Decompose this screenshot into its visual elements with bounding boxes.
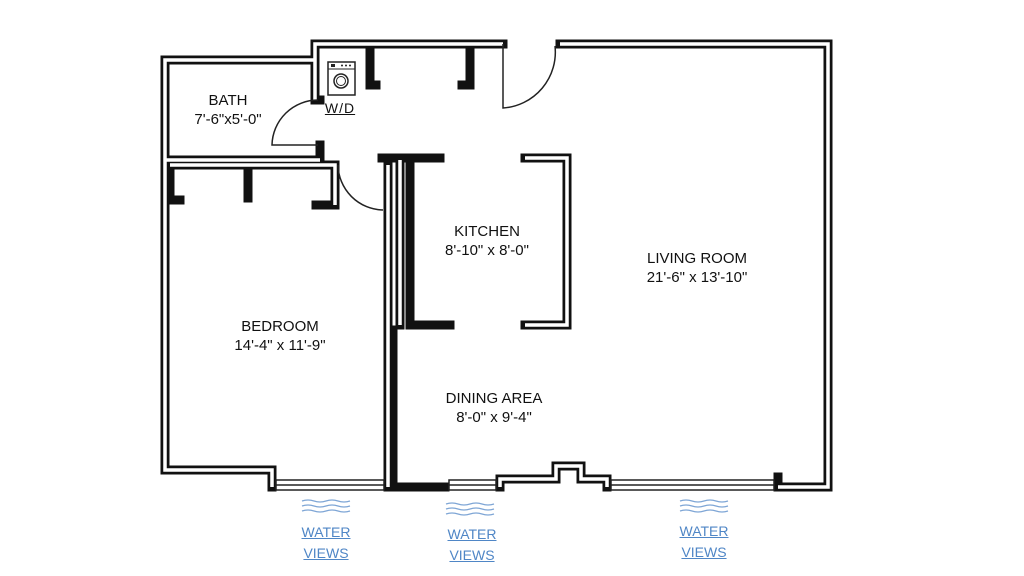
room-name: KITCHEN	[454, 223, 520, 240]
room-name: DINING AREA	[445, 390, 543, 407]
wave-icon	[301, 499, 351, 513]
view-line: VIEWS	[303, 545, 349, 561]
view-line: VIEWS	[449, 547, 495, 563]
water-views-label: WATER VIEWS	[448, 524, 497, 566]
room-size: 21'-6" x 13'-10"	[646, 269, 748, 286]
washer-dryer-icon	[327, 61, 356, 96]
room-size: 7'-6"x5'-0"	[194, 111, 262, 128]
water-views-label: WATER VIEWS	[680, 521, 729, 563]
kitchen-label: KITCHEN 8'-10" x 8'-0"	[445, 222, 529, 260]
water-waves-icons	[301, 499, 729, 516]
dining-area-label: DINING AREA 8'-0" x 9'-4"	[446, 389, 543, 427]
living-room-label: LIVING ROOM 21'-6" x 13'-10"	[647, 249, 748, 287]
water-views-label: WATER VIEWS	[302, 522, 351, 564]
door-swings	[271, 44, 557, 211]
windows	[275, 479, 775, 491]
view-line: VIEWS	[681, 544, 727, 560]
bedroom-label: BEDROOM 14'-4" x 11'-9"	[234, 317, 325, 355]
room-size: 8'-10" x 8'-0"	[445, 242, 529, 259]
room-size: 8'-0" x 9'-4"	[456, 409, 532, 426]
room-name: BEDROOM	[241, 318, 319, 335]
view-line: WATER	[301, 524, 351, 540]
view-line: WATER	[447, 526, 497, 542]
washer-dryer-label: W/D	[324, 100, 356, 116]
wave-icon	[679, 499, 729, 513]
bath-label: BATH 7'-6"x5'-0"	[194, 91, 261, 129]
view-line: WATER	[679, 523, 729, 539]
wave-icon	[445, 502, 495, 516]
room-name: BATH	[208, 92, 248, 109]
room-name: LIVING ROOM	[646, 250, 748, 267]
room-size: 14'-4" x 11'-9"	[234, 337, 326, 354]
